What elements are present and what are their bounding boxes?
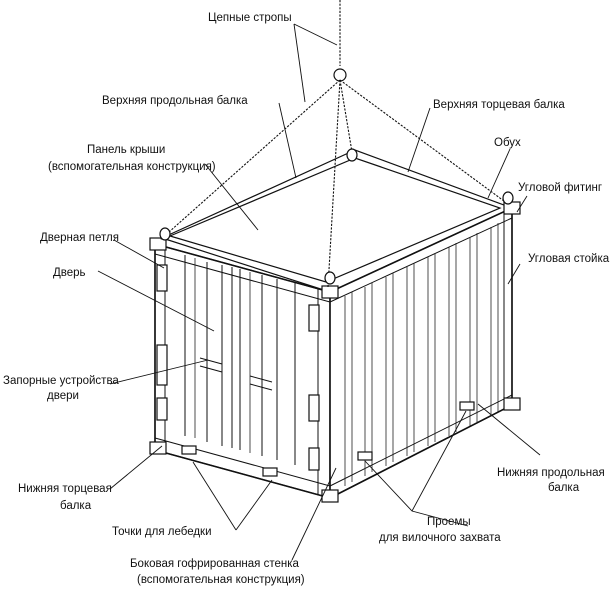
label-corner-fitting: Угловой фитинг [518, 182, 602, 194]
chain-slings [159, 0, 514, 288]
label-winch-points: Точки для лебедки [112, 526, 212, 538]
container-body [149, 149, 521, 503]
doors [184, 255, 296, 465]
label-corner-post: Угловая стойка [528, 253, 610, 265]
label-door-locks-1: Запорные устройства [3, 375, 119, 387]
label-door-hinge: Дверная петля [40, 232, 119, 244]
label-side-wall-2: (вспомогательная конструкция) [137, 574, 305, 586]
leader-lines [97, 23, 541, 561]
side-wall-corrugations [344, 223, 499, 486]
label-forklift-pockets-2: для вилочного захвата [379, 532, 501, 544]
label-top-side-rail: Верхняя продольная балка [102, 95, 248, 107]
label-side-wall-1: Боковая гофрированная стенка [130, 558, 300, 570]
door-hinges [156, 264, 320, 471]
label-roof-panel-1: Панель крыши [87, 144, 165, 156]
label-bottom-end-rail-1: Нижняя торцевая [18, 483, 112, 495]
label-bottom-side-rail-1: Нижняя продольная [497, 467, 605, 479]
label-bottom-end-rail-2: балка [60, 500, 92, 512]
corner-fittings [149, 201, 521, 503]
label-forklift-pockets-1: Проемы [427, 516, 471, 528]
forklift-pockets [357, 401, 475, 461]
label-door-locks-2: двери [47, 390, 79, 402]
winch-points [181, 445, 278, 477]
label-shackle: Обух [494, 137, 521, 149]
label-roof-panel-2: (вспомогательная конструкция) [48, 161, 216, 173]
label-bottom-side-rail-2: балка [548, 482, 580, 494]
label-door: Дверь [53, 267, 86, 279]
labels: Цепные стропы Верхняя продольная балка В… [3, 12, 610, 586]
label-top-end-rail: Верхняя торцевая балка [433, 99, 565, 111]
label-chain-slings: Цепные стропы [208, 12, 292, 24]
